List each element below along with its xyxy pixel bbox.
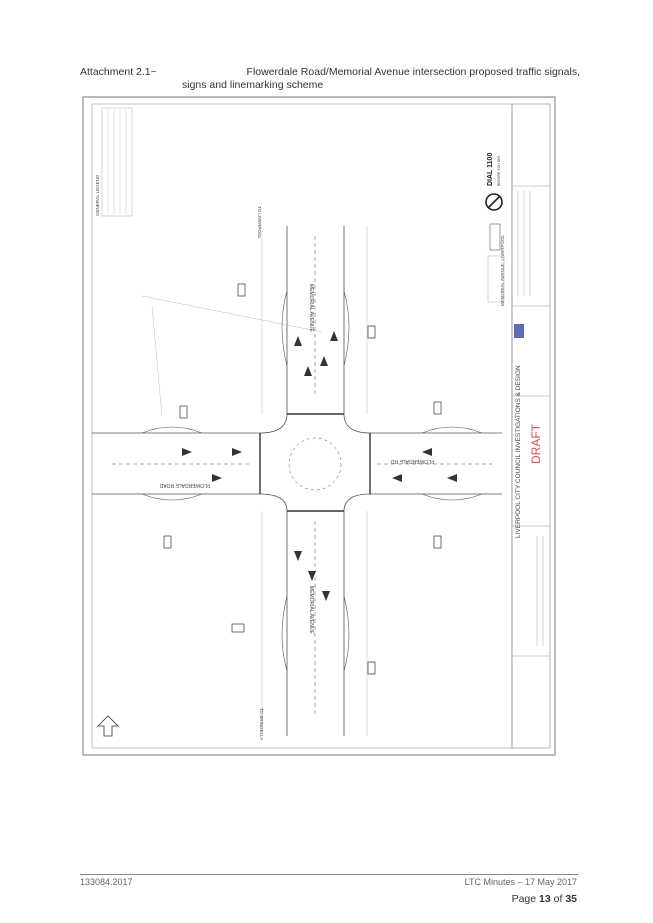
council-banner: LIVERPOOL CITY COUNCIL INVESTIGATIONS & … <box>515 365 522 538</box>
legend-heading: GENERAL LEGEND <box>95 174 100 216</box>
dial-1100-line2: BEFORE YOU DIG <box>497 156 501 186</box>
intersection-drawing: LIVERPOOL CITY COUNCIL INVESTIGATIONS & … <box>82 96 556 756</box>
memorial-avenue-north-label: MEMORIAL AVENUE <box>308 284 314 332</box>
to-liverpool-label: TO LIVERPOOL <box>257 206 262 239</box>
draft-stamp: DRAFT <box>529 423 543 464</box>
sheet-border <box>82 96 556 756</box>
dial-1100-line1: DIAL 1100 <box>487 153 494 186</box>
attachment-caption: Attachment 2.1~ Flowerdale Road/Memorial… <box>80 66 580 92</box>
footer-rule <box>80 874 578 875</box>
page-number: Page 13 of 35 <box>511 893 577 905</box>
drawing-frame <box>91 103 513 749</box>
road-geometry <box>92 226 502 736</box>
flowerdale-road-east-label: FLOWERDALE RD <box>391 458 434 464</box>
lane-arrows <box>182 331 457 601</box>
traffic-signals <box>163 283 442 675</box>
document-reference: 133084.2017 <box>80 877 133 887</box>
to-bringelly-label: TO BRINGELLY <box>259 708 264 740</box>
title-block: LIVERPOOL CITY COUNCIL INVESTIGATIONS & … <box>500 103 551 749</box>
caption-line-1: Attachment 2.1~ Flowerdale Road/Memorial… <box>80 66 580 79</box>
legend-area: GENERAL LEGEND DIAL 1100 BEFORE YOU DIG <box>95 107 505 303</box>
attachment-title-continued: signs and linemarking scheme <box>182 79 324 91</box>
council-logo <box>514 324 524 338</box>
meeting-reference: LTC Minutes – 17 May 2017 <box>464 877 577 887</box>
flowerdale-road-west-label: FLOWERDALE ROAD <box>159 482 210 488</box>
attachment-label: Attachment 2.1~ <box>80 66 157 78</box>
memorial-avenue-south-label: MEMORIAL AVENUE <box>308 586 314 634</box>
no-dig-icon <box>485 193 503 211</box>
north-arrow-icon <box>97 715 119 737</box>
drawing-svg: LIVERPOOL CITY COUNCIL INVESTIGATIONS & … <box>82 96 556 756</box>
attachment-title: Flowerdale Road/Memorial Avenue intersec… <box>246 66 580 78</box>
project-title: MEMORIAL AVENUE, LIVERPOOL <box>500 234 505 306</box>
